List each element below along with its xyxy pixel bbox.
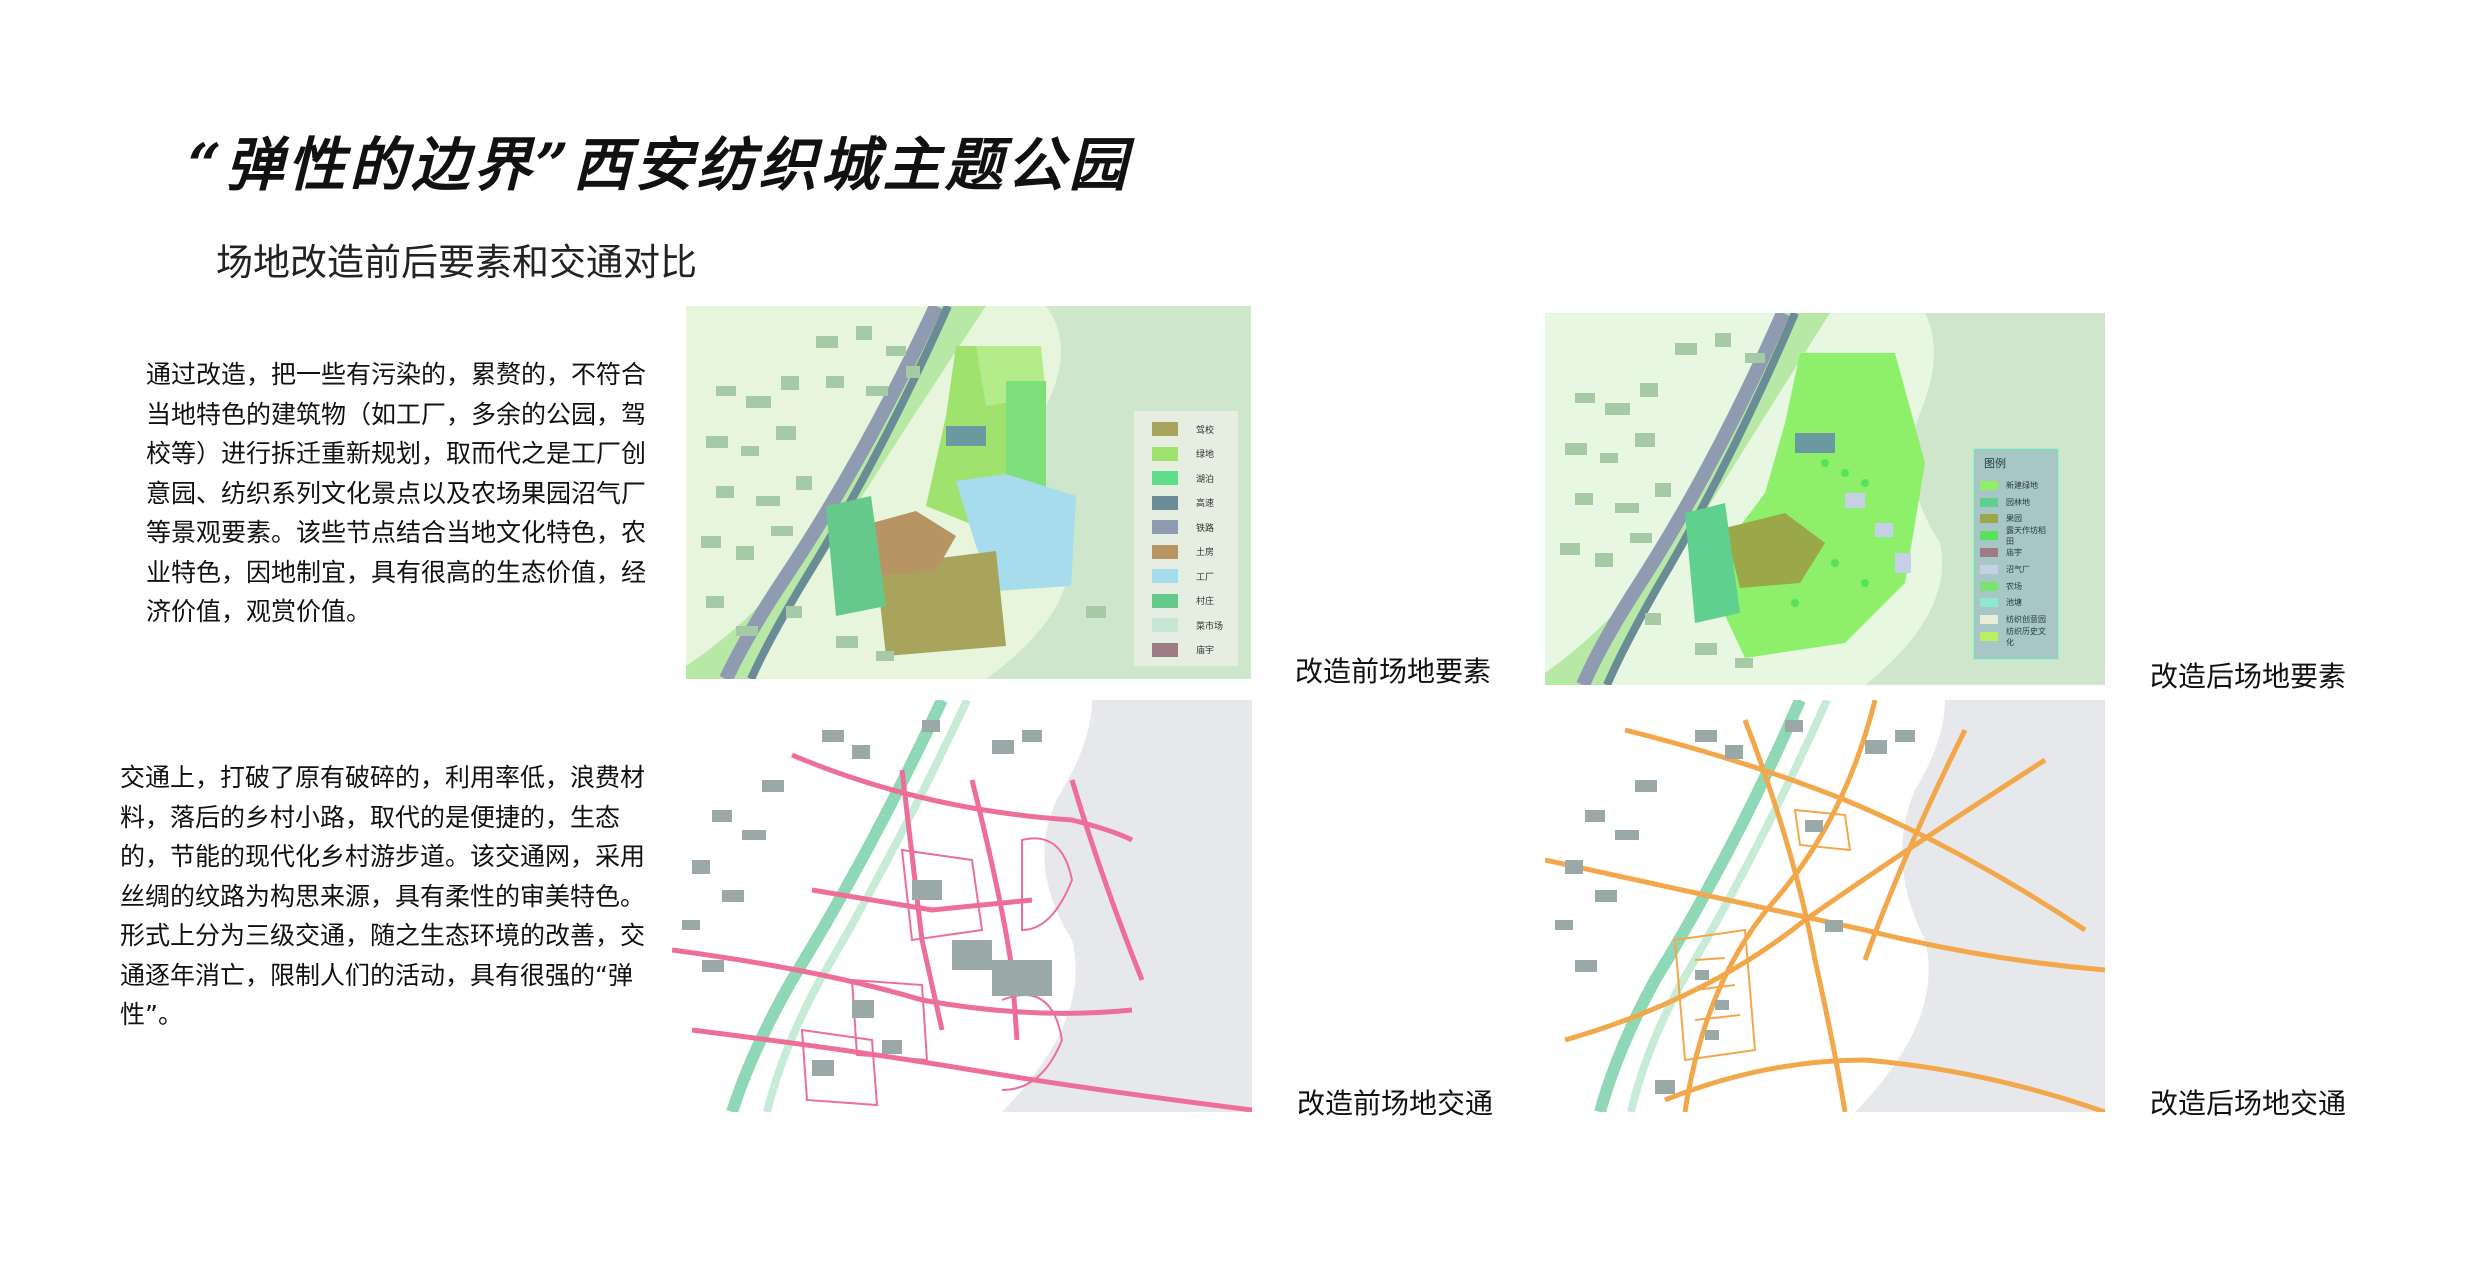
legend-item: 高速: [1152, 491, 1238, 516]
legend-item: 土房: [1152, 540, 1238, 565]
legend-swatch: [1152, 569, 1178, 584]
legend-item: 庙宇: [1980, 544, 2052, 561]
legend-swatch: [1152, 544, 1178, 559]
legend-label: 土房: [1196, 548, 1215, 559]
traffic-description: 交通上，打破了原有破碎的，利用率低，浪费材料，落后的乡村小路，取代的是便捷的，生…: [120, 763, 646, 1029]
legend-label: 果园: [2006, 514, 2022, 524]
legend-label: 绿地: [1196, 450, 1215, 461]
legend-swatch: [1152, 618, 1178, 633]
legend-after: 图例 新建绿地 园林地 果园 露天作坊稻田 庙宇 沼气厂 农场 池塘 纺织创意园…: [1973, 448, 2059, 660]
legend-label: 庙宇: [2006, 548, 2022, 558]
legend-swatch: [1152, 495, 1178, 510]
legend-swatch: [1980, 514, 1998, 524]
page-subtitle: 场地改造前后要素和交通对比: [216, 241, 697, 284]
legend-item: 纺织创意园: [1980, 611, 2052, 628]
caption-after-elements: 改造后场地要素: [2150, 660, 2347, 693]
legend-item: 湖泊: [1152, 466, 1238, 491]
legend-item: 果园: [1980, 511, 2052, 528]
caption-after-traffic: 改造后场地交通: [2150, 1087, 2347, 1120]
legend-swatch: [1980, 548, 1998, 558]
legend-label: 庙宇: [1196, 646, 1215, 657]
legend-label: 新建绿地: [2006, 480, 2038, 490]
legend-item: 村庄: [1152, 589, 1238, 614]
legend-label: 纺织历史文化: [2006, 626, 2046, 647]
legend-item: 农场: [1980, 578, 2052, 595]
legend-swatch: [1980, 581, 1998, 591]
legend-swatch: [1152, 471, 1178, 486]
legend-item: 菜市场: [1152, 613, 1238, 638]
map-after-elements: 图例 新建绿地 园林地 果园 露天作坊稻田 庙宇 沼气厂 农场 池塘 纺织创意园…: [1545, 313, 2105, 685]
legend-label: 沼气厂: [2006, 564, 2030, 574]
legend-swatch: [1152, 593, 1178, 608]
legend-item: 园林地: [1980, 494, 2052, 511]
legend-label: 湖泊: [1196, 474, 1215, 485]
caption-before-traffic: 改造前场地交通: [1297, 1087, 1494, 1120]
legend-item: 铁路: [1152, 515, 1238, 540]
legend-item: 驾校: [1152, 417, 1238, 442]
legend-swatch: [1980, 564, 1998, 574]
map-after-traffic-drawing: [1545, 700, 2105, 1112]
legend-item: 庙宇: [1152, 638, 1238, 663]
legend-label: 纺织创意园: [2006, 615, 2046, 625]
legend-label: 露天作坊稻田: [2006, 525, 2046, 546]
legend-swatch: [1152, 446, 1178, 461]
legend-item: 露天作坊稻田: [1980, 525, 2052, 546]
legend-label: 村庄: [1196, 597, 1215, 608]
elements-description: 通过改造，把一些有污染的，累赘的，不符合当地特色的建筑物（如工厂，多余的公园，驾…: [146, 360, 647, 626]
legend-label: 农场: [2006, 581, 2022, 591]
caption-before-elements: 改造前场地要素: [1295, 655, 1492, 688]
page-title: “弹性的边界”西安纺织城主题公园: [188, 131, 1131, 199]
legend-swatch: [1152, 520, 1178, 535]
legend-label: 池塘: [2006, 598, 2022, 608]
legend-before: 驾校 绿地 湖泊 高速 铁路 土房 工厂 村庄 菜市场 庙宇: [1134, 411, 1238, 666]
legend-label: 菜市场: [1196, 621, 1224, 632]
legend-swatch: [1980, 632, 1998, 642]
legend-swatch: [1980, 497, 1998, 507]
legend-label: 园林地: [2006, 497, 2030, 507]
legend-item: 新建绿地: [1980, 477, 2052, 494]
legend-label: 工厂: [1196, 572, 1215, 583]
legend-item: 沼气厂: [1980, 561, 2052, 578]
legend-swatch: [1980, 480, 1998, 490]
legend-item: 池塘: [1980, 595, 2052, 612]
map-after-traffic: [1545, 700, 2105, 1112]
legend-label: 铁路: [1196, 523, 1215, 534]
legend-item: 纺织历史文化: [1980, 626, 2052, 647]
legend-swatch: [1152, 422, 1178, 437]
legend-swatch: [1980, 531, 1998, 541]
map-before-traffic: [672, 700, 1252, 1112]
legend-title: 图例: [1984, 457, 2006, 470]
map-before-elements: 驾校 绿地 湖泊 高速 铁路 土房 工厂 村庄 菜市场 庙宇: [686, 306, 1251, 679]
legend-item: 工厂: [1152, 564, 1238, 589]
legend-item: 绿地: [1152, 442, 1238, 467]
map-before-traffic-drawing: [672, 700, 1252, 1112]
legend-label: 驾校: [1196, 425, 1215, 436]
legend-label: 高速: [1196, 499, 1215, 510]
legend-swatch: [1980, 598, 1998, 608]
legend-swatch: [1152, 642, 1178, 657]
legend-swatch: [1980, 615, 1998, 625]
